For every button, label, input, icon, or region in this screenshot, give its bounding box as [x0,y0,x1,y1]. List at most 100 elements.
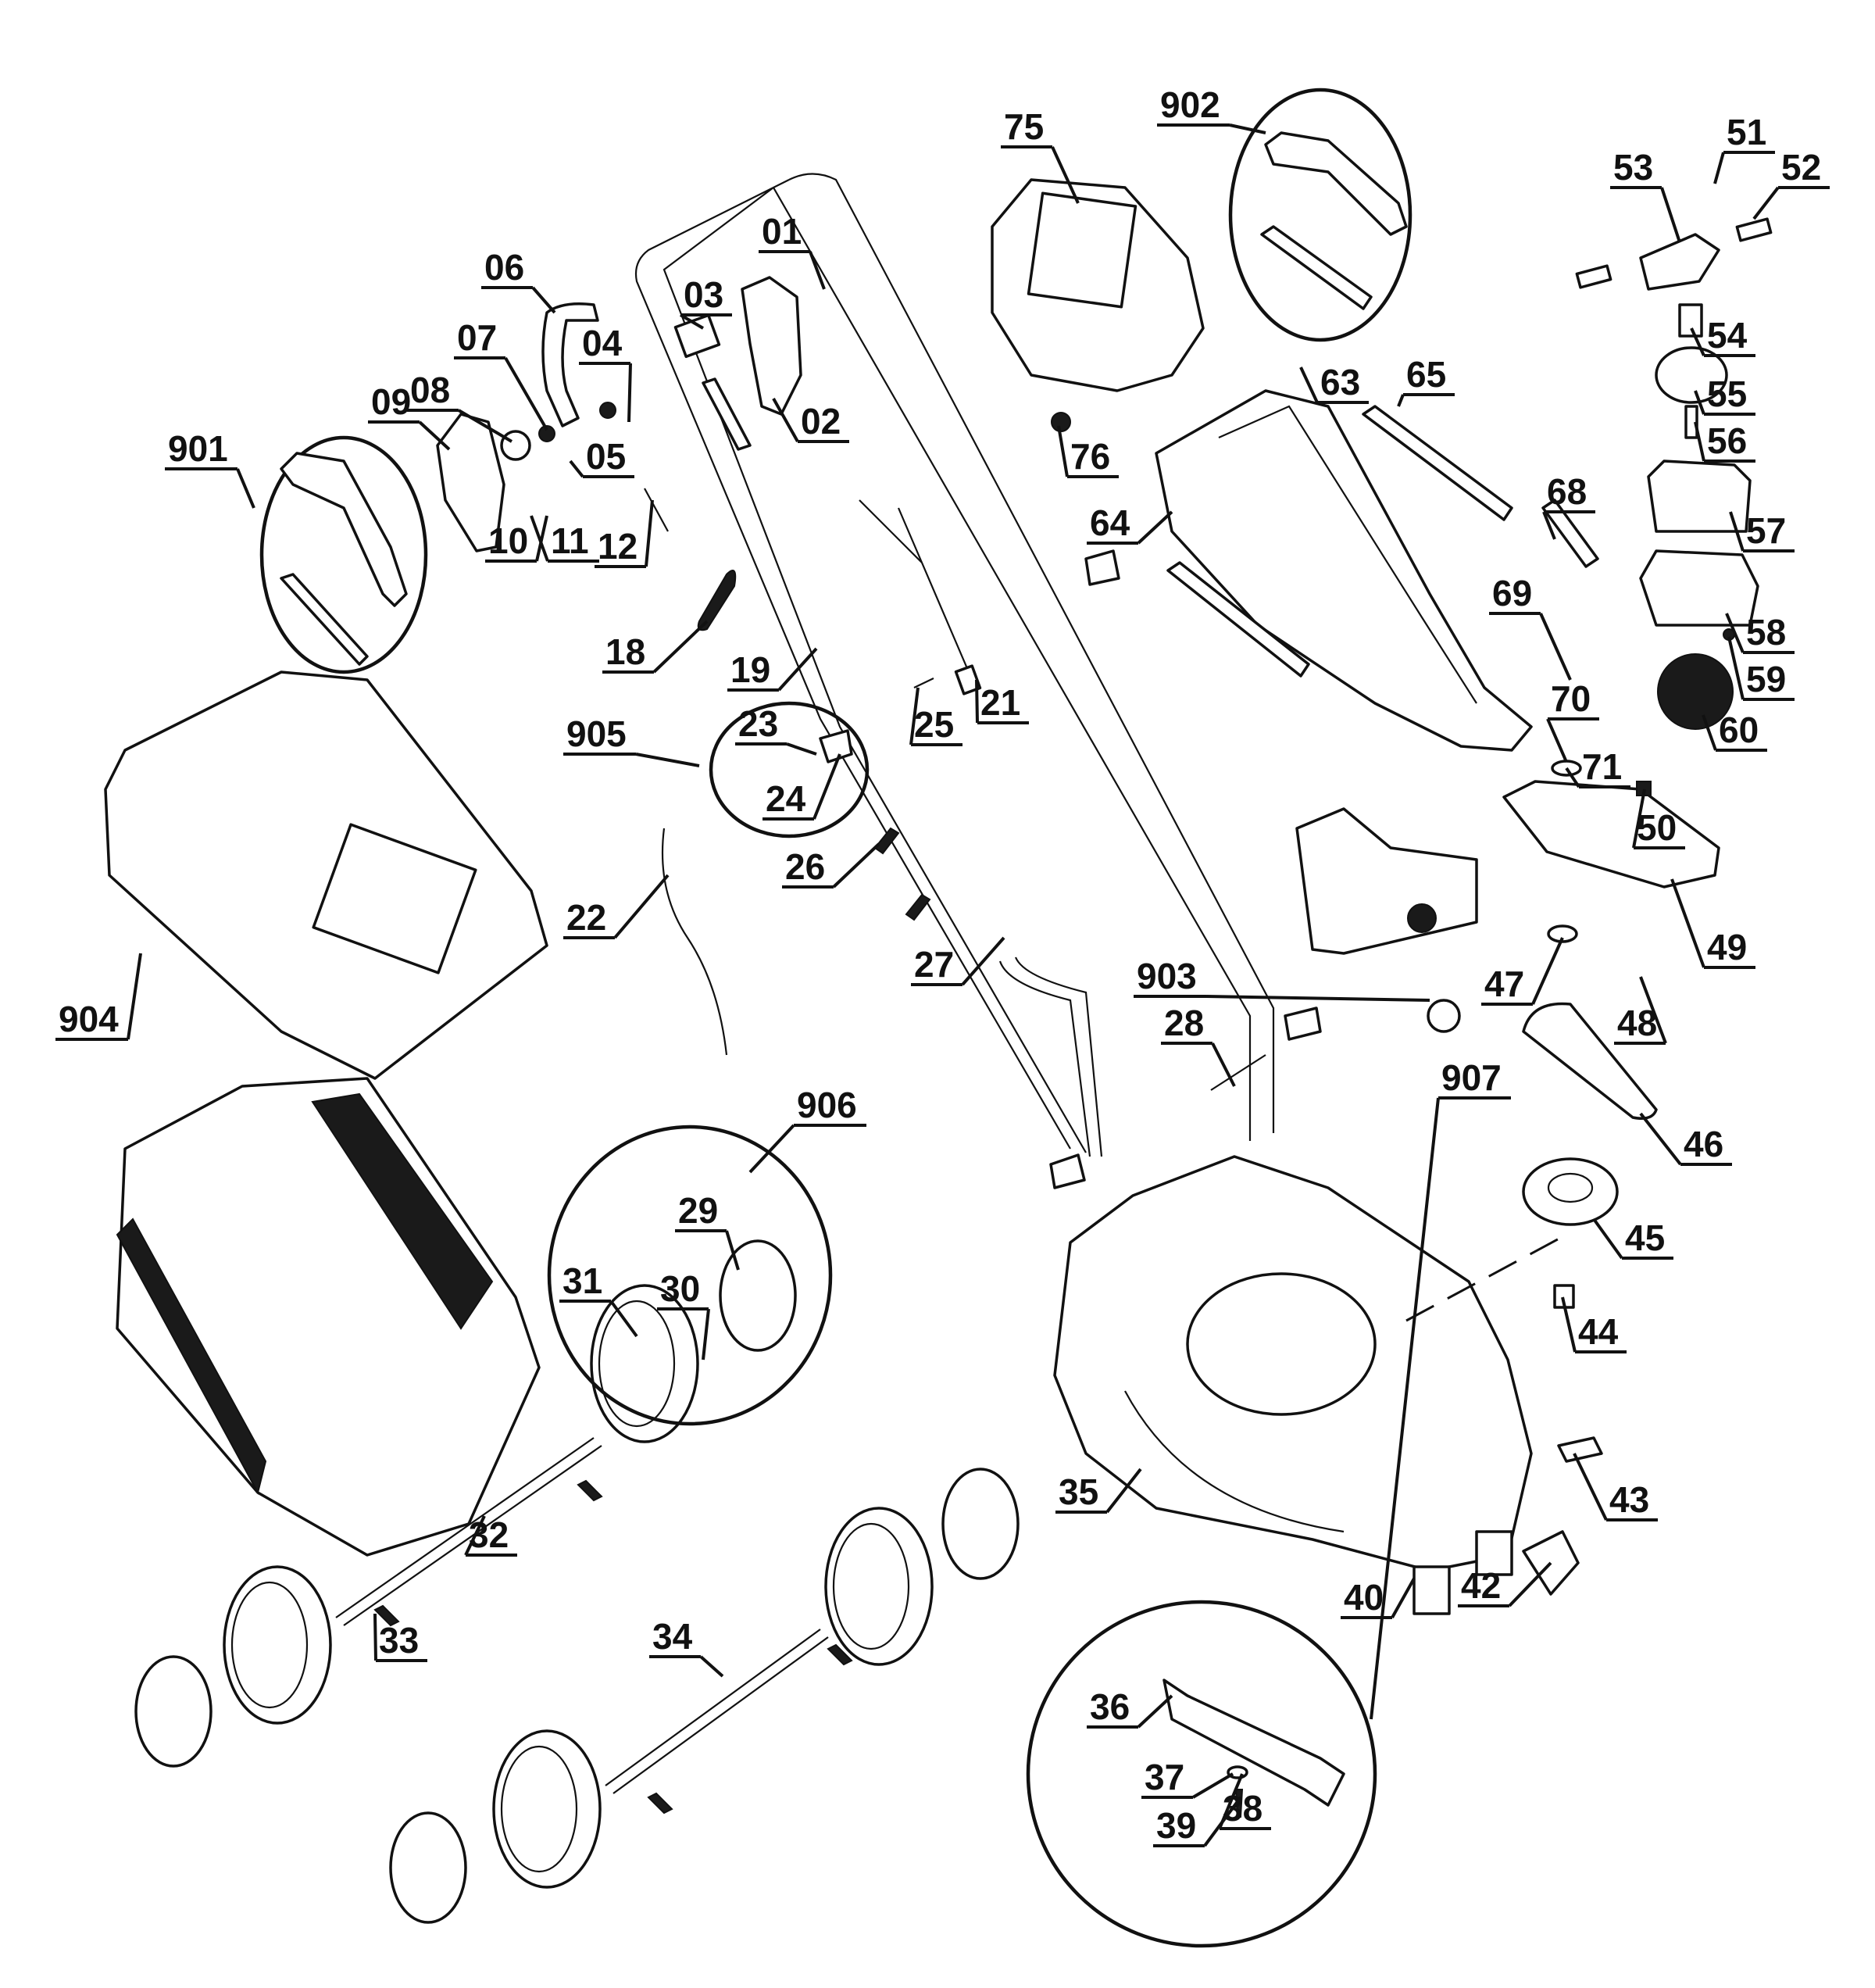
label-43 [1557,1436,1603,1463]
callout-label: 33 [379,1620,419,1661]
callout-904: 904 [55,953,142,1041]
callout-35: 35 [1055,1468,1142,1514]
callout-37: 37 [1141,1757,1234,1799]
lever-06 [541,302,599,427]
callout-label: 36 [1090,1686,1130,1727]
callout-label: 27 [914,944,954,985]
callout-33: 33 [373,1613,427,1662]
callout-leader [1690,327,1755,357]
callout-leader [1458,1561,1552,1607]
callout-leader [464,1515,517,1557]
callout-label: 47 [1484,964,1524,1004]
screw-25 [913,678,934,688]
pulley-45 [1522,1157,1619,1226]
callout-label: 09 [371,381,411,422]
callout-07: 07 [454,317,548,431]
wheel-front-left [134,1565,332,1768]
callout-leader [909,687,962,746]
callout-label: 42 [1461,1565,1501,1606]
grass-bag-top [104,670,548,1080]
callout-04: 04 [579,323,632,423]
callout-label: 25 [914,704,954,745]
callout-label: 03 [684,274,723,315]
callout-60: 60 [1702,710,1767,752]
callout-23: 23 [735,703,817,756]
callout-53: 53 [1610,147,1681,243]
callout-label: 907 [1441,1057,1502,1098]
callout-leader [1057,425,1119,478]
callout-label: 904 [59,999,119,1039]
callout-label: 46 [1684,1124,1723,1164]
clip-18 [697,570,737,631]
callout-36: 36 [1087,1686,1173,1729]
callout-leader [1632,788,1685,849]
callout-leader [1153,1796,1242,1847]
knob-08 [500,430,531,461]
callout-label: 48 [1617,1003,1657,1043]
callout-label: 38 [1223,1788,1262,1829]
callout-71: 71 [1565,746,1630,788]
callout-68: 68 [1542,471,1595,540]
callout-label: 45 [1625,1217,1665,1258]
nut-05 [599,402,616,419]
callout-leader [1614,976,1667,1045]
callout-11: 11 [530,515,599,563]
callout-leader [727,647,818,692]
callout-label: 01 [762,211,802,252]
callout-58: 58 [1725,612,1795,654]
callout-label: 08 [410,370,450,410]
callout-10: 10 [485,515,548,563]
callout-leader [165,467,255,509]
callout-55: 55 [1694,374,1755,416]
callout-leader [748,1124,866,1174]
callout-49: 49 [1670,878,1755,969]
callout-leader [1546,717,1599,763]
motor-housing-64 [1155,389,1533,752]
bolt-39 [1234,1789,1244,1818]
spring-33b [577,1479,603,1502]
cable-22 [661,828,728,1056]
alignment-line [1405,1233,1567,1322]
callout-45: 45 [1592,1217,1673,1260]
callout-label: 68 [1547,471,1587,512]
bolt-26b [905,893,931,921]
callout-02: 02 [772,398,849,443]
callout-label: 19 [730,649,770,690]
callout-leader [1561,1296,1627,1353]
chute-903 [1295,807,1478,955]
callout-905: 905 [563,713,700,767]
callout-64: 64 [1087,502,1173,545]
callout-leader [1702,714,1767,752]
callout-leader [1573,1453,1658,1521]
bag-mesh-left [116,1217,267,1495]
callout-leader [1694,390,1755,416]
callout-label: 29 [678,1190,718,1231]
cable-21 [859,499,970,673]
callout-29: 29 [675,1190,740,1271]
callout-leader [911,936,1005,986]
callout-leader [1055,1468,1142,1514]
callout-leader [1087,510,1173,545]
callout-leader [559,1300,638,1338]
callout-leader [1134,995,1430,1002]
group-circle-901 [259,435,428,674]
callout-44: 44 [1561,1296,1627,1353]
callout-label: 71 [1582,746,1622,787]
callout-51: 51 [1713,112,1775,184]
callout-label: 49 [1707,927,1747,967]
callout-63: 63 [1299,362,1369,404]
callout-label: 905 [566,713,627,754]
callout-59: 59 [1727,636,1795,701]
deck-motor-opening [1186,1272,1377,1416]
spring-76 [1051,412,1071,432]
callout-43: 43 [1573,1453,1658,1521]
callout-leader [481,286,556,314]
battery-display [1027,191,1138,309]
callout-label: 55 [1707,374,1747,414]
blade-36 [1162,1679,1345,1807]
callout-leader [55,953,142,1041]
callout-57: 57 [1729,510,1795,552]
callout-leader [1725,613,1795,654]
